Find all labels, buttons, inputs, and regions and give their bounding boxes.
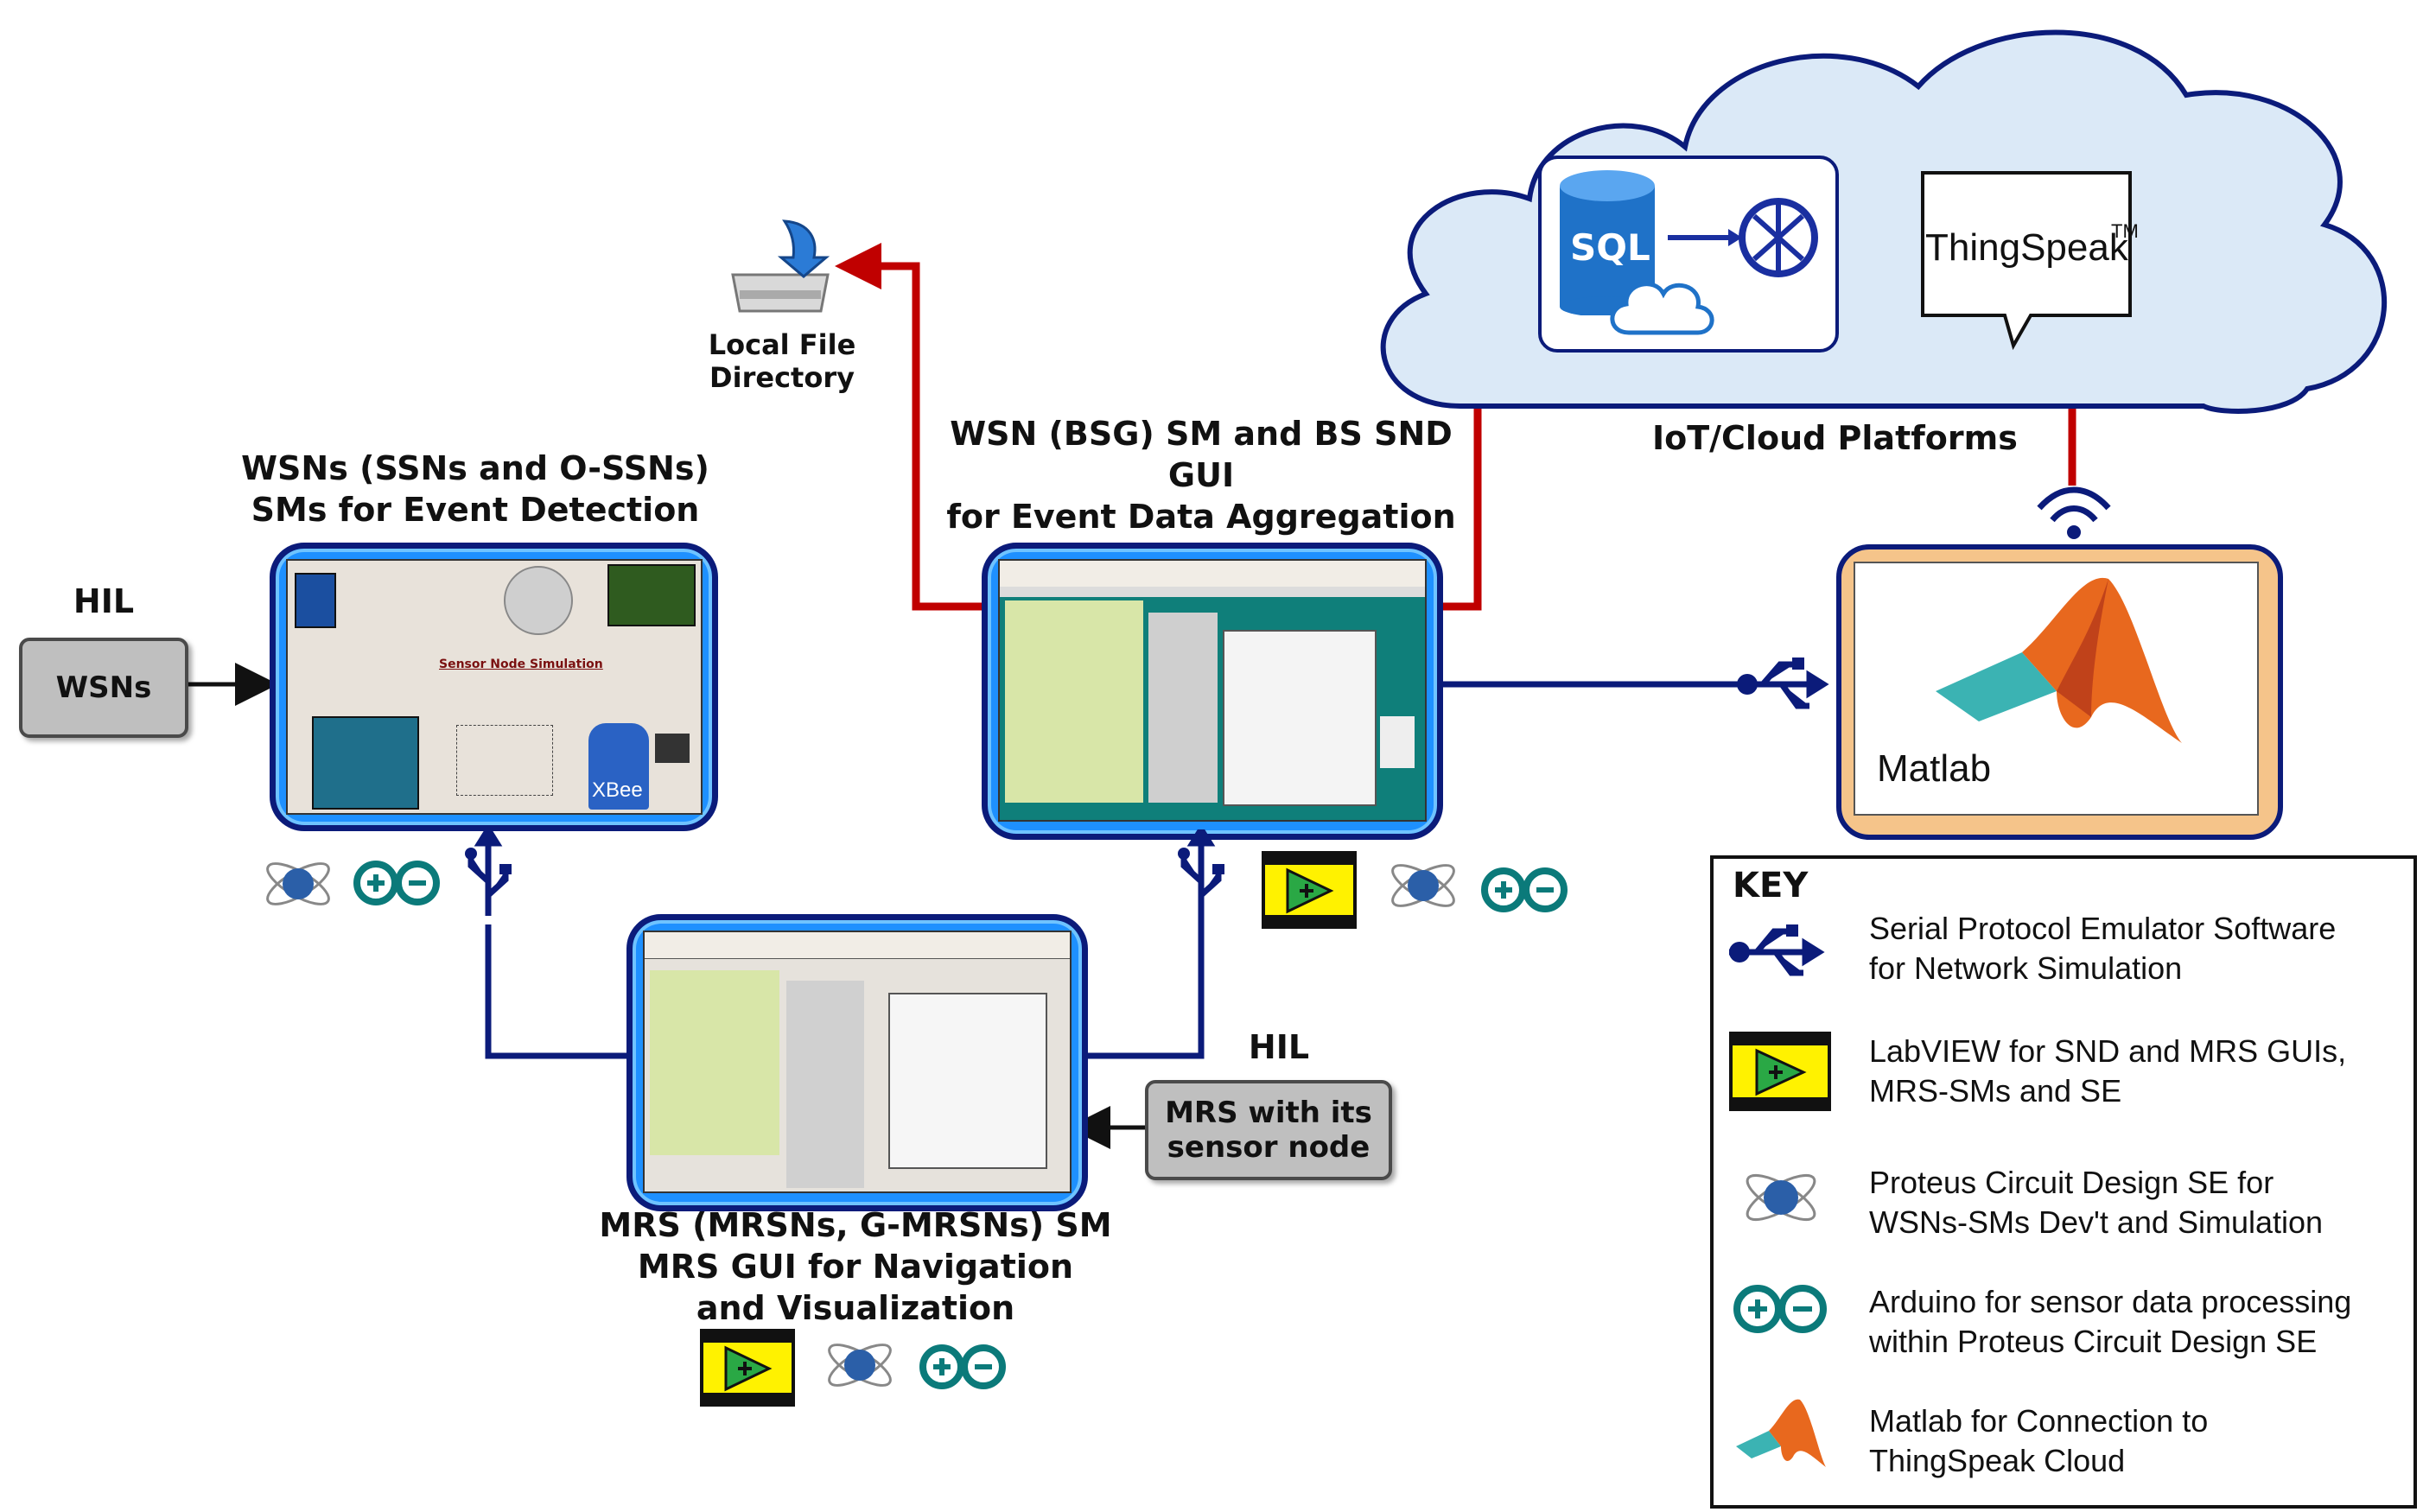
wsn-circuit-screen: Sensor Node Simulation XBee xyxy=(286,559,703,815)
snd-gui-header xyxy=(1000,561,1425,588)
snd-panel xyxy=(982,543,1443,840)
mrs-panel-title: MRS (MRSNs, G-MRSNs) SM MRS GUI for Navi… xyxy=(599,1206,1112,1327)
mrs-panel xyxy=(626,914,1088,1211)
usb-icon xyxy=(1729,918,1833,987)
mrs-gui-controls xyxy=(786,981,864,1188)
hil-wsns-box: WSNs xyxy=(19,638,188,738)
link-mrs-snd xyxy=(1072,903,1205,1059)
labview-icon xyxy=(700,1329,795,1407)
snd-gui-screen xyxy=(998,559,1427,822)
snd-gui-controls xyxy=(1148,613,1218,803)
azure-cloud-icon xyxy=(1607,268,1720,337)
key-legend: KEY Serial Protocol Emulator Software fo… xyxy=(1710,855,2417,1509)
arduino-icon xyxy=(916,1341,1009,1393)
snd-gui-tabs xyxy=(1000,587,1425,597)
local-file-icon xyxy=(724,214,836,327)
link-wsn-mrs xyxy=(485,924,626,1059)
proteus-icon xyxy=(1384,847,1462,924)
mrs-gui-header xyxy=(645,932,1070,959)
snd-gui-map xyxy=(1223,630,1377,806)
wsn-chip xyxy=(655,734,690,763)
wsn-panel-title: WSNs (SSNs and O-SSNs) SMs for Event Det… xyxy=(241,449,709,529)
mrs-gui-screen xyxy=(643,931,1072,1193)
hil-mrs-box: MRS with its sensor node xyxy=(1145,1080,1392,1180)
hil-wsns-box-label: WSNs xyxy=(55,670,152,705)
wsn-screen-caption: Sensor Node Simulation xyxy=(439,658,603,671)
arduino-icon xyxy=(1478,864,1571,916)
wsn-arduino-board xyxy=(312,716,419,810)
hil-left-label: HIL xyxy=(73,582,135,620)
proteus-icon xyxy=(1738,1154,1824,1241)
usb-icon xyxy=(1737,652,1836,721)
wsn-pir-sensor xyxy=(504,566,573,635)
wsn-xbee-module xyxy=(588,723,649,810)
arduino-icon xyxy=(350,857,443,909)
usb-icon xyxy=(1171,823,1231,924)
mrs-gui-map xyxy=(888,993,1047,1169)
labview-icon xyxy=(1262,851,1357,929)
wsn-lcd-display xyxy=(607,564,696,626)
web-globe-icon xyxy=(1668,190,1823,285)
thingspeak-callout xyxy=(1918,168,2134,359)
mrs-gui-info-panel xyxy=(650,970,779,1155)
thingspeak-tm: TM xyxy=(2111,220,2139,242)
snd-gui-info-panel xyxy=(1005,600,1143,803)
snd-gui-side xyxy=(1380,716,1415,768)
hil-right-label: HIL xyxy=(1248,1028,1310,1066)
wsn-xbee-label: XBee xyxy=(592,778,643,802)
cloud-platforms-label: IoT/Cloud Platforms xyxy=(1652,419,2018,457)
wsn-sensor-board xyxy=(295,573,336,628)
cloud-shape xyxy=(1357,9,2420,423)
key-item-proteus: Proteus Circuit Design SE for WSNs-SMs D… xyxy=(1869,1165,2324,1240)
key-title: KEY xyxy=(1733,866,1809,905)
matlab-label: Matlab xyxy=(1877,747,1992,790)
hil-mrs-box-label: MRS with its sensor node xyxy=(1165,1096,1372,1165)
wsn-led-array xyxy=(456,725,553,796)
matlab-logo-icon xyxy=(1927,570,2186,778)
local-file-label: Local File Directory xyxy=(708,328,856,394)
usb-icon xyxy=(458,823,518,924)
key-item-labview: LabVIEW for SND and MRS GUIs, MRS-SMs an… xyxy=(1869,1033,2347,1109)
proteus-icon xyxy=(821,1326,899,1404)
key-item-matlab: Matlab for Connection to ThingSpeak Clou… xyxy=(1869,1403,2209,1478)
matlab-icon xyxy=(1733,1394,1828,1481)
key-item-arduino: Arduino for sensor data processing withi… xyxy=(1869,1284,2352,1359)
wsn-panel: Sensor Node Simulation XBee xyxy=(270,543,718,831)
sql-label: SQL xyxy=(1570,226,1650,269)
thingspeak-label: ThingSpeak xyxy=(1925,226,2128,269)
proteus-icon xyxy=(259,845,337,923)
labview-icon xyxy=(1729,1032,1831,1111)
key-item-usb: Serial Protocol Emulator Software for Ne… xyxy=(1869,911,2337,986)
wifi-icon xyxy=(2035,484,2113,544)
arduino-icon xyxy=(1729,1280,1831,1337)
red-arrow-local-file xyxy=(835,243,982,611)
